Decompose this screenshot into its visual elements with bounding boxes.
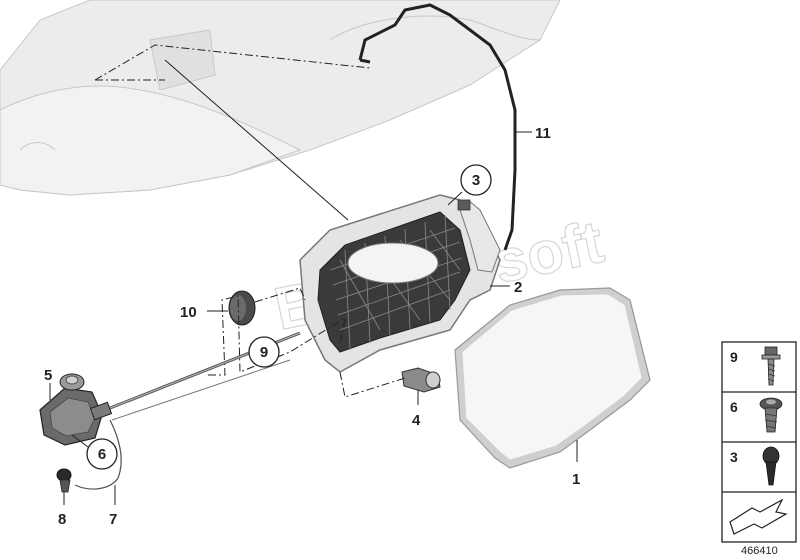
legend-row-9-number: 9 [730,349,738,365]
fuel-flap-1 [454,287,651,469]
direction-arrow-icon [729,498,788,535]
callout-9: 9 [260,344,268,361]
drain-hose-end [359,58,371,64]
callout-7: 7 [109,511,117,528]
callout-3: 3 [472,172,480,189]
callout-10: 10 [180,304,197,321]
callout-11: 11 [535,125,551,142]
rivet-6-icon [759,397,783,433]
callout-8: 8 [58,511,66,528]
leader-line-6 [71,434,89,448]
circled-callout-6: 6 [86,438,118,470]
legend-row-3-number: 3 [730,449,738,465]
callout-2: 2 [514,279,522,296]
bushing-4 [401,367,441,393]
emergency-release-cable-7 [74,419,122,490]
callout-1: 1 [572,471,580,488]
actuator-motor-5 [39,373,113,446]
dash-dot-10 [254,287,306,303]
dash-dot-guides [94,44,371,81]
drain-hose-11 [358,3,517,251]
car-body-ghost [0,0,561,196]
circled-callout-9: 9 [248,336,280,368]
cable-upper [111,359,291,421]
callout-5: 5 [44,367,52,384]
legend-row-6-number: 6 [730,399,738,415]
grommet-10 [228,290,256,326]
dash-dot-9 [208,295,346,376]
leader-line-3 [447,191,463,206]
diagram-id: 466410 [741,545,778,557]
dash-dot-4 [339,371,406,398]
plug-3-icon [762,446,780,486]
screw-9-icon [761,346,781,386]
circled-callout-3: 3 [460,164,492,196]
clip-8 [56,468,72,493]
callout-4: 4 [412,412,421,429]
leader-line-housing [164,59,349,221]
fastener-legend: 9 6 3 [721,341,797,543]
filler-housing-2 [299,194,501,373]
callout-6: 6 [98,446,106,463]
